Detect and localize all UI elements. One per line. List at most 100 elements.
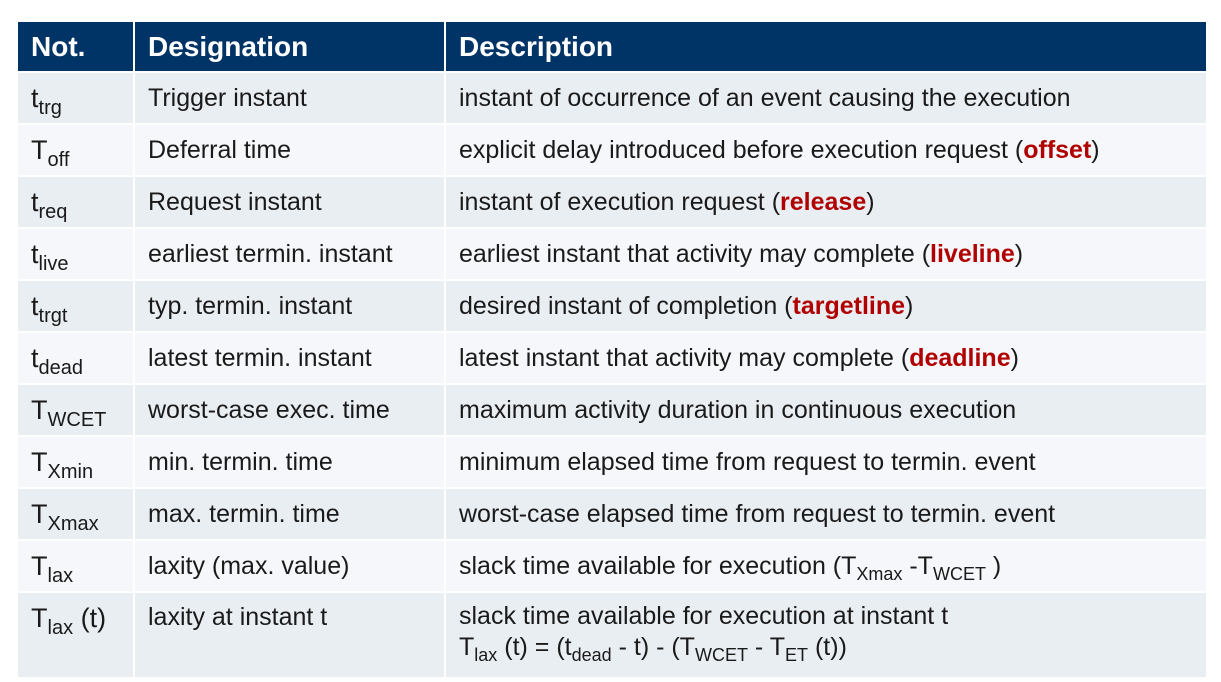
symbol-subscript: req: [38, 200, 68, 223]
description-line: slack time available for execution at in…: [459, 602, 949, 630]
notation-cell: tdead: [18, 332, 135, 385]
table-header-row: Not. Designation Description: [18, 22, 1206, 73]
formula-subscript: lax: [474, 645, 498, 665]
notation-cell: TXmax: [18, 488, 135, 541]
description-cell: worst-case elapsed time from request to …: [445, 488, 1206, 541]
keyword-highlight: release: [780, 187, 867, 216]
designation-cell: worst-case exec. time: [134, 384, 446, 437]
symbol-subscript: dead: [38, 356, 84, 379]
symbol-suffix: (t): [73, 603, 107, 633]
description-cell: maximum activity duration in continuous …: [445, 384, 1206, 437]
designation-cell: min. termin. time: [134, 436, 446, 489]
notation-cell: tlive: [18, 228, 135, 281]
designation-cell: typ. termin. instant: [134, 280, 446, 333]
symbol: T: [31, 134, 48, 165]
symbol-subscript: trg: [38, 96, 62, 119]
header-notation: Not.: [18, 22, 135, 73]
description-text: ): [985, 551, 1002, 580]
table-row: TXmax max. termin. time worst-case elaps…: [18, 488, 1206, 541]
description-cell: explicit delay introduced before executi…: [445, 124, 1206, 177]
formula-text: (t)): [808, 633, 847, 661]
notation-cell: ttrg: [18, 72, 135, 125]
notation-cell: ttrgt: [18, 280, 135, 333]
formula-text: T: [459, 633, 475, 661]
symbol-subscript: Xmin: [47, 460, 94, 483]
symbol-subscript: trgt: [38, 304, 68, 327]
description-cell: minimum elapsed time from request to ter…: [445, 436, 1206, 489]
description-text: desired instant of completion (: [459, 291, 793, 320]
notation-cell: TXmin: [18, 436, 135, 489]
formula-subscript: Xmax: [856, 563, 903, 584]
description-cell: slack time available for execution (TXma…: [445, 540, 1206, 593]
symbol: t: [31, 186, 39, 217]
symbol-subscript: live: [38, 252, 69, 275]
description-text: instant of execution request (: [459, 187, 781, 216]
notation-cell: treq: [18, 176, 135, 229]
description-cell: instant of occurrence of an event causin…: [445, 72, 1206, 125]
keyword-highlight: deadline: [909, 343, 1011, 372]
symbol-subscript: WCET: [47, 408, 107, 431]
symbol: t: [31, 290, 39, 321]
description-text: ): [1091, 135, 1100, 164]
symbol: T: [31, 550, 48, 581]
description-cell: instant of execution request (release): [445, 176, 1206, 229]
description-text: slack time available for execution (T: [459, 551, 857, 580]
symbol-subscript: lax: [47, 617, 74, 639]
table-row: TXmin min. termin. time minimum elapsed …: [18, 436, 1206, 489]
designation-cell: Trigger instant: [134, 72, 446, 125]
formula-text: (t) = (t: [497, 633, 572, 661]
notation-cell: Tlax (t): [18, 592, 135, 679]
notation-cell: Tlax: [18, 540, 135, 593]
formula-subscript: ET: [785, 645, 809, 665]
table-row: treq Request instant instant of executio…: [18, 176, 1206, 229]
notation-cell: TWCET: [18, 384, 135, 437]
keyword-highlight: offset: [1023, 135, 1092, 164]
designation-cell: max. termin. time: [134, 488, 446, 541]
symbol: t: [31, 82, 39, 113]
description-text: ): [1014, 239, 1024, 268]
designation-cell: laxity at instant t: [134, 592, 446, 679]
description-cell: desired instant of completion (targetlin…: [445, 280, 1206, 333]
description-text: ): [1010, 343, 1019, 372]
table-row: tdead latest termin. instant latest inst…: [18, 332, 1206, 385]
table-row: Tlax laxity (max. value) slack time avai…: [18, 540, 1206, 593]
table-row: tlive earliest termin. instant earliest …: [18, 228, 1206, 281]
designation-cell: latest termin. instant: [134, 332, 446, 385]
table-row: ttrgt typ. termin. instant desired insta…: [18, 280, 1206, 333]
table-row: Toff Deferral time explicit delay introd…: [18, 124, 1206, 177]
table-row: ttrg Trigger instant instant of occurren…: [18, 72, 1206, 125]
symbol-subscript: Xmax: [47, 512, 99, 535]
designation-cell: Deferral time: [134, 124, 446, 177]
formula-subscript: dead: [571, 645, 612, 665]
designation-cell: Request instant: [134, 176, 446, 229]
formula-subscript: WCET: [932, 563, 986, 584]
description-text: earliest instant that activity may compl…: [459, 239, 931, 268]
notation-table: Not. Designation Description ttrg Trigge…: [18, 22, 1206, 679]
formula-text: - t) - (T: [611, 633, 695, 661]
description-text: latest instant that activity may complet…: [459, 343, 910, 372]
description-text: explicit delay introduced before executi…: [459, 135, 1024, 164]
description-text: ): [866, 187, 875, 216]
description-text: ): [905, 291, 914, 320]
designation-cell: laxity (max. value): [134, 540, 446, 593]
header-description: Description: [445, 22, 1206, 73]
symbol: T: [31, 498, 48, 529]
table-row: Tlax (t) laxity at instant t slack time …: [18, 592, 1206, 679]
symbol: T: [31, 603, 48, 633]
description-cell: latest instant that activity may complet…: [445, 332, 1206, 385]
table-row: TWCET worst-case exec. time maximum acti…: [18, 384, 1206, 437]
keyword-highlight: targetline: [792, 291, 906, 320]
formula-subscript: WCET: [694, 645, 748, 665]
designation-cell: earliest termin. instant: [134, 228, 446, 281]
description-text: -T: [902, 551, 933, 580]
notation-cell: Toff: [18, 124, 135, 177]
keyword-highlight: liveline: [930, 239, 1015, 268]
symbol-subscript: off: [47, 148, 70, 171]
formula-text: - T: [747, 633, 786, 661]
header-designation: Designation: [134, 22, 446, 73]
description-cell: earliest instant that activity may compl…: [445, 228, 1206, 281]
symbol: t: [31, 342, 39, 373]
symbol: T: [31, 394, 48, 425]
formula-line: Tlax (t) = (tdead - t) - (TWCET - TET (t…: [459, 632, 1206, 665]
symbol: t: [31, 238, 39, 269]
